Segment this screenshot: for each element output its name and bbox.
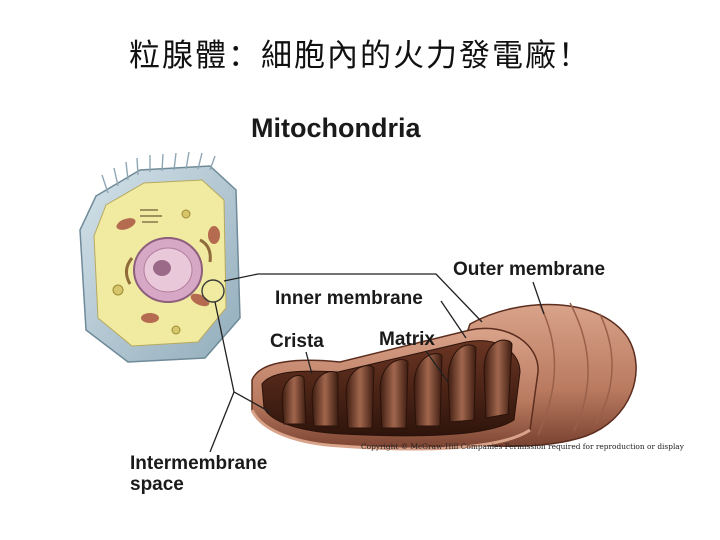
leader-outer-membrane: [223, 273, 483, 323]
leader-crista: [305, 351, 313, 375]
label-matrix: Matrix: [379, 329, 435, 350]
copyright-notice: Copyright © McGraw-Hill Companies Permis…: [361, 442, 684, 451]
leader-inner-membrane: [440, 300, 467, 339]
leader-matrix: [425, 350, 449, 383]
label-crista: Crista: [270, 331, 324, 352]
magnified-mitochondrion-marker: [201, 279, 225, 303]
leader-intermembrane-label: [209, 391, 235, 453]
mitochondrion-cutaway: [250, 302, 637, 451]
label-outer-membrane: Outer membrane: [453, 259, 606, 280]
diagram-title: Mitochondria: [251, 113, 421, 143]
slide-title: 粒腺體：細胞內的火力發電廠！: [129, 38, 591, 74]
cristae-folds: [281, 339, 513, 429]
microvilli: [101, 151, 216, 194]
label-intermembrane-space: Intermembrane space: [130, 453, 267, 495]
label-intermembrane-line2: space: [130, 474, 184, 495]
animal-cell-illustration: [79, 151, 241, 363]
label-intermembrane-line1: Intermembrane: [130, 453, 268, 474]
label-inner-membrane: Inner membrane: [275, 288, 423, 309]
leader-lines: [209, 273, 545, 453]
leader-outer-arrow: [532, 281, 545, 315]
